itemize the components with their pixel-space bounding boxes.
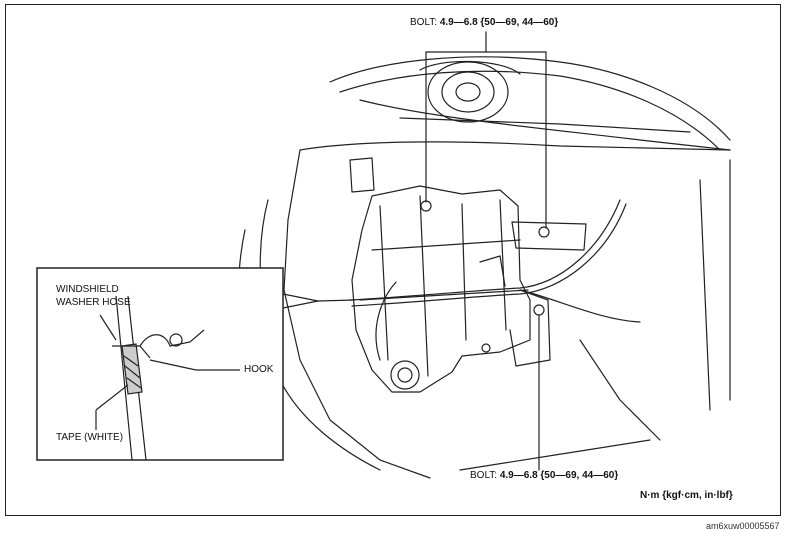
figure-frame [5,4,781,516]
figure-code: am6xuw00005567 [706,521,780,531]
bolt-bottom-label: BOLT: 4.9—6.8 {50—69, 44—60} [470,470,619,481]
headlight-assembly [299,56,731,151]
detail-inset [36,267,284,461]
hose-label-line2: WASHER HOSE [56,297,131,308]
hose-label-line1: WINDSHIELD [56,284,119,295]
tape-label: TAPE (WHITE) [56,432,124,443]
fender-lines [238,149,731,479]
bolt-top-label: BOLT: 4.9—6.8 {50—69, 44—60} [410,17,559,28]
washer-tank [349,157,531,393]
leader-lines [282,31,547,471]
hook-label: HOOK [244,364,274,375]
washer-hose [349,199,641,361]
mounting-bracket [420,200,587,367]
units-label: N·m {kgf·cm, in·lbf} [640,490,733,501]
